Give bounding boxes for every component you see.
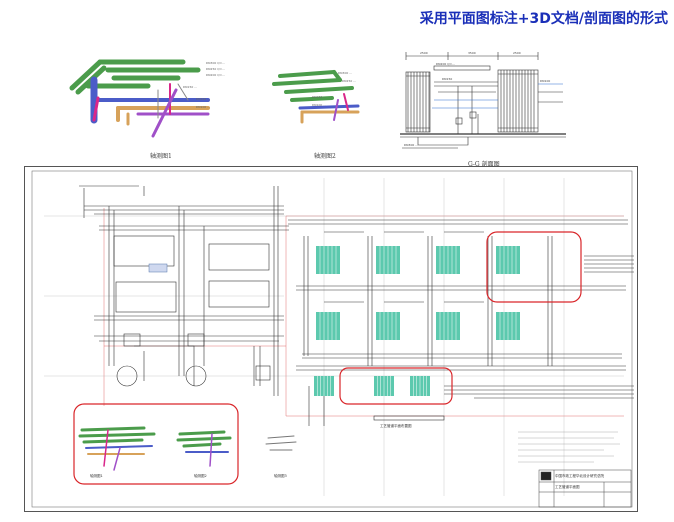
isometric-2-caption: 轴测图2 bbox=[314, 153, 336, 160]
title-block-company: 中国市政工程华北设计研究总院 bbox=[555, 474, 604, 478]
svg-text:DN100 ...: DN100 ... bbox=[196, 97, 210, 101]
mini-iso-caption-3: 轴测图3 bbox=[274, 474, 287, 478]
svg-text:DN300 ...: DN300 ... bbox=[404, 143, 418, 147]
title-block bbox=[538, 469, 632, 508]
highlight-box-cooler bbox=[486, 231, 582, 303]
svg-text:2500: 2500 bbox=[420, 51, 428, 55]
svg-text:DN200 Q=...: DN200 Q=... bbox=[206, 73, 225, 77]
svg-text:2500: 2500 bbox=[513, 51, 521, 55]
svg-text:3500: 3500 bbox=[468, 51, 476, 55]
section-drawing: 2500 3500 2500 DN200 Q=... DN150 DN100 D… bbox=[398, 42, 568, 168]
svg-text:DN300 ...: DN300 ... bbox=[338, 71, 352, 75]
section-caption: G-G 剖面图 bbox=[468, 161, 500, 168]
slide-title: 采用平面图标注+3D文档/剖面图的形式 bbox=[419, 11, 668, 27]
isometric-panel-2: DN300 ... DN250 ... DN150 ... DN100 ... … bbox=[262, 40, 382, 170]
svg-text:DN100 ...: DN100 ... bbox=[196, 105, 210, 109]
isometric-drawing-1: DN300 Q=... DN250 Q=... DN200 Q=... DN15… bbox=[69, 59, 225, 138]
svg-text:DN250 Q=...: DN250 Q=... bbox=[206, 67, 225, 71]
svg-text:DN100: DN100 bbox=[540, 79, 550, 83]
isometric-1-caption: 轴测图1 bbox=[150, 153, 172, 160]
section-panel: 2500 3500 2500 DN200 Q=... DN150 DN100 D… bbox=[398, 42, 568, 168]
cooler-units bbox=[314, 246, 520, 396]
svg-text:DN100 ...: DN100 ... bbox=[312, 103, 326, 107]
svg-text:DN150: DN150 bbox=[442, 77, 452, 81]
svg-text:DN250 ...: DN250 ... bbox=[342, 79, 356, 83]
highlight-box-isometrics bbox=[73, 403, 239, 485]
plan-drawing bbox=[24, 166, 638, 512]
svg-text:DN150 ...: DN150 ... bbox=[183, 85, 197, 89]
isometric-panel-1: DN300 Q=... DN250 Q=... DN200 Q=... DN15… bbox=[58, 40, 258, 170]
title-block-project: 工艺管道平面图 bbox=[555, 485, 580, 489]
highlight-box-lower-coolers bbox=[339, 367, 453, 405]
svg-text:DN150 ...: DN150 ... bbox=[312, 95, 326, 99]
plan-caption: 工艺管道平面布置图 bbox=[380, 424, 412, 428]
plan-drawing-sheet: 工艺管道平面布置图 轴测图1 轴测图2 轴测图3 中国市政工程华北设计研究总院 … bbox=[24, 166, 638, 512]
mini-iso-caption-1: 轴测图1 bbox=[90, 474, 103, 478]
svg-text:DN300 Q=...: DN300 Q=... bbox=[206, 61, 225, 65]
mini-iso-caption-2: 轴测图2 bbox=[194, 474, 207, 478]
svg-text:DN200 Q=...: DN200 Q=... bbox=[436, 62, 455, 66]
isometric-drawing-2: DN300 ... DN250 ... DN150 ... DN100 ... bbox=[272, 70, 360, 124]
